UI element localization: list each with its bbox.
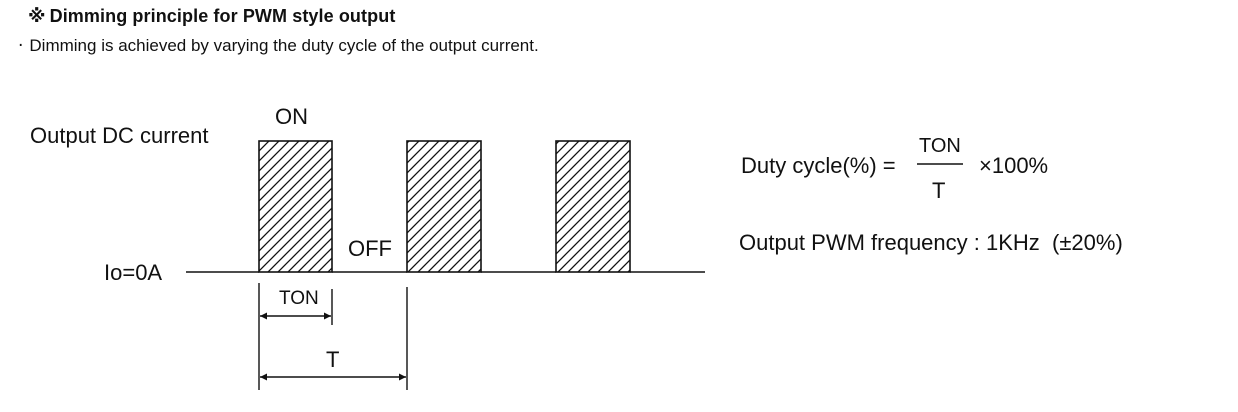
formula-multiplier: ×100% <box>979 153 1048 178</box>
pulse-2 <box>406 140 482 273</box>
description-text: Dimming is achieved by varying the duty … <box>29 36 539 55</box>
zero-level-label: Io=0A <box>104 260 162 285</box>
pulse-1 <box>258 140 333 273</box>
period-dimension-label: T <box>326 347 339 372</box>
formula-numerator: TON <box>919 135 961 157</box>
section-heading: ※Dimming principle for PWM style output <box>28 6 395 27</box>
description-line: ‧ Dimming is achieved by varying the duty… <box>18 36 539 56</box>
pulse-3 <box>555 140 631 273</box>
pwm-frequency-text: Output PWM frequency : 1KHz (±20%) <box>739 230 1123 255</box>
reference-mark: ※ <box>28 6 46 26</box>
on-label: ON <box>275 104 308 129</box>
ton-dimension-label: TON <box>279 288 319 309</box>
formula-lhs: Duty cycle(%) = <box>741 153 896 178</box>
y-axis-label: Output DC current <box>30 123 209 148</box>
formula-denominator: T <box>932 178 945 203</box>
off-label: OFF <box>348 236 392 261</box>
bullet-mark: ‧ <box>18 36 24 55</box>
heading-title: Dimming principle for PWM style output <box>49 6 396 26</box>
